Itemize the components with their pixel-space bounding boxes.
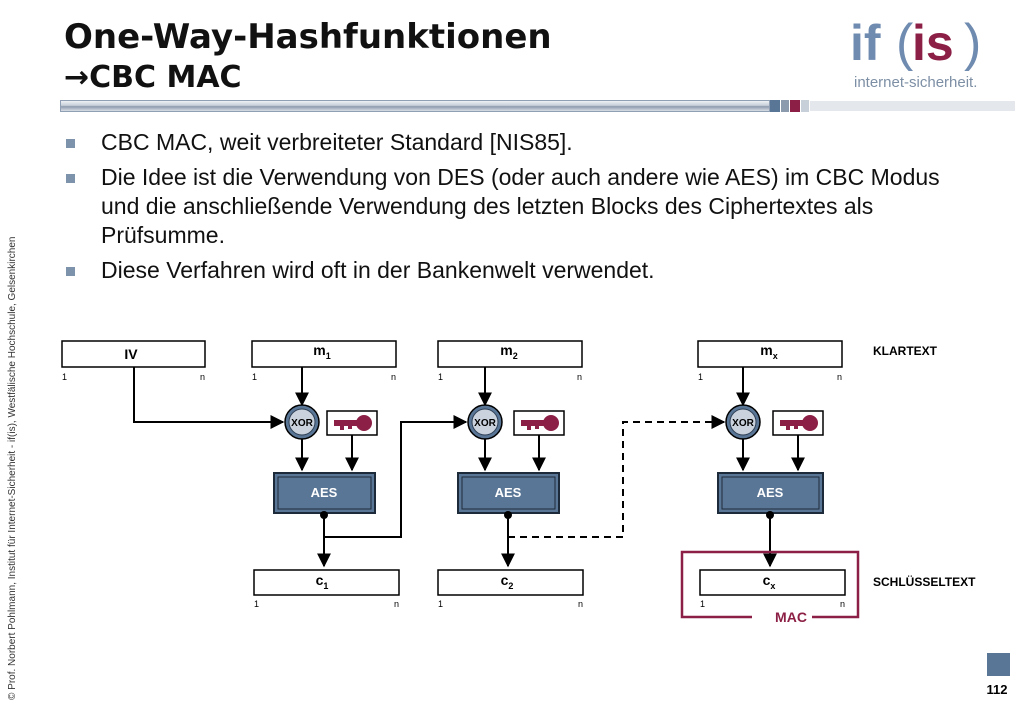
key-icon [513,410,565,436]
logo-text-bottom: internet-sicherheit. [854,74,977,91]
xor-node-1: XOR [284,404,320,440]
subtitle-text: CBC MAC [89,60,242,95]
key-icon [326,410,378,436]
svg-text:n: n [577,372,582,382]
svg-text:n: n [391,372,396,382]
svg-text:c2: c2 [501,572,514,591]
svg-text:IV: IV [124,346,138,362]
message-box-mx: mx 1 n [697,340,843,382]
svg-text:n: n [840,599,845,609]
svg-text:XOR: XOR [291,418,313,429]
arrow-feedback-c1-xor2 [324,415,468,538]
svg-text:AES: AES [311,485,338,500]
bullet-item: Die Idee ist die Verwendung von DES (ode… [64,163,964,250]
divider-accent [770,100,1015,112]
svg-text:1: 1 [254,599,259,609]
svg-text:1: 1 [62,372,67,382]
logo-text-if: if [850,15,881,71]
schluesseltext-label: SCHLÜSSELTEXT [873,574,976,589]
svg-text:1: 1 [252,372,257,382]
page-number: 112 [986,682,1008,697]
message-box-m2: m2 1 n [437,340,583,382]
aes-block-1: AES [273,472,376,514]
cipher-box-cx: cx 1 n [699,569,846,609]
logo-paren-right: ) [964,14,981,72]
title-divider [60,100,770,112]
svg-text:c1: c1 [316,572,329,591]
arrow-icon: → [64,60,90,95]
svg-text:1: 1 [438,372,443,382]
copyright-text: © Prof. Norbert Pohlmann, Institut für I… [7,236,18,700]
mac-frame: MAC [680,550,860,626]
svg-text:cx: cx [763,572,776,591]
corner-square-icon [987,653,1010,676]
svg-text:m1: m1 [313,342,330,361]
svg-text:1: 1 [438,599,443,609]
logo-paren-left: ( [896,14,914,72]
xor-node-x: XOR [725,404,761,440]
page-title: One-Way-Hashfunktionen [64,17,552,57]
svg-text:XOR: XOR [474,418,496,429]
bullet-square-icon [66,267,75,276]
page-subtitle: →CBC MAC [64,60,242,96]
svg-text:n: n [394,599,399,609]
klartext-label: KLARTEXT [873,344,938,358]
xor-node-2: XOR [467,404,503,440]
bullet-square-icon [66,174,75,183]
svg-text:m2: m2 [500,342,517,361]
bullet-item: Diese Verfahren wird oft in der Bankenwe… [64,256,964,285]
svg-text:n: n [200,372,205,382]
key-icon [772,410,824,436]
svg-text:n: n [578,599,583,609]
cipher-box-c1: c1 1 n [253,569,400,609]
mac-label: MAC [775,609,807,625]
arrow-iv-xor [133,367,285,429]
message-box-m1: m1 1 n [251,340,397,382]
aes-block-2: AES [457,472,560,514]
svg-text:1: 1 [698,372,703,382]
svg-text:AES: AES [495,485,522,500]
svg-text:XOR: XOR [732,418,754,429]
svg-text:1: 1 [700,599,705,609]
ifis-logo: if ( is ) internet-sicherheit. [850,14,981,91]
aes-block-x: AES [717,472,824,514]
bullet-list: CBC MAC, weit verbreiteter Standard [NIS… [64,128,964,291]
svg-text:n: n [837,372,842,382]
logo-text-is: is [912,15,954,71]
bullet-item: CBC MAC, weit verbreiteter Standard [NIS… [64,128,964,157]
svg-text:AES: AES [757,485,784,500]
svg-text:mx: mx [760,342,777,361]
cipher-box-c2: c2 1 n [437,569,584,609]
arrow-feedback-dashed [508,415,726,538]
bullet-square-icon [66,139,75,148]
